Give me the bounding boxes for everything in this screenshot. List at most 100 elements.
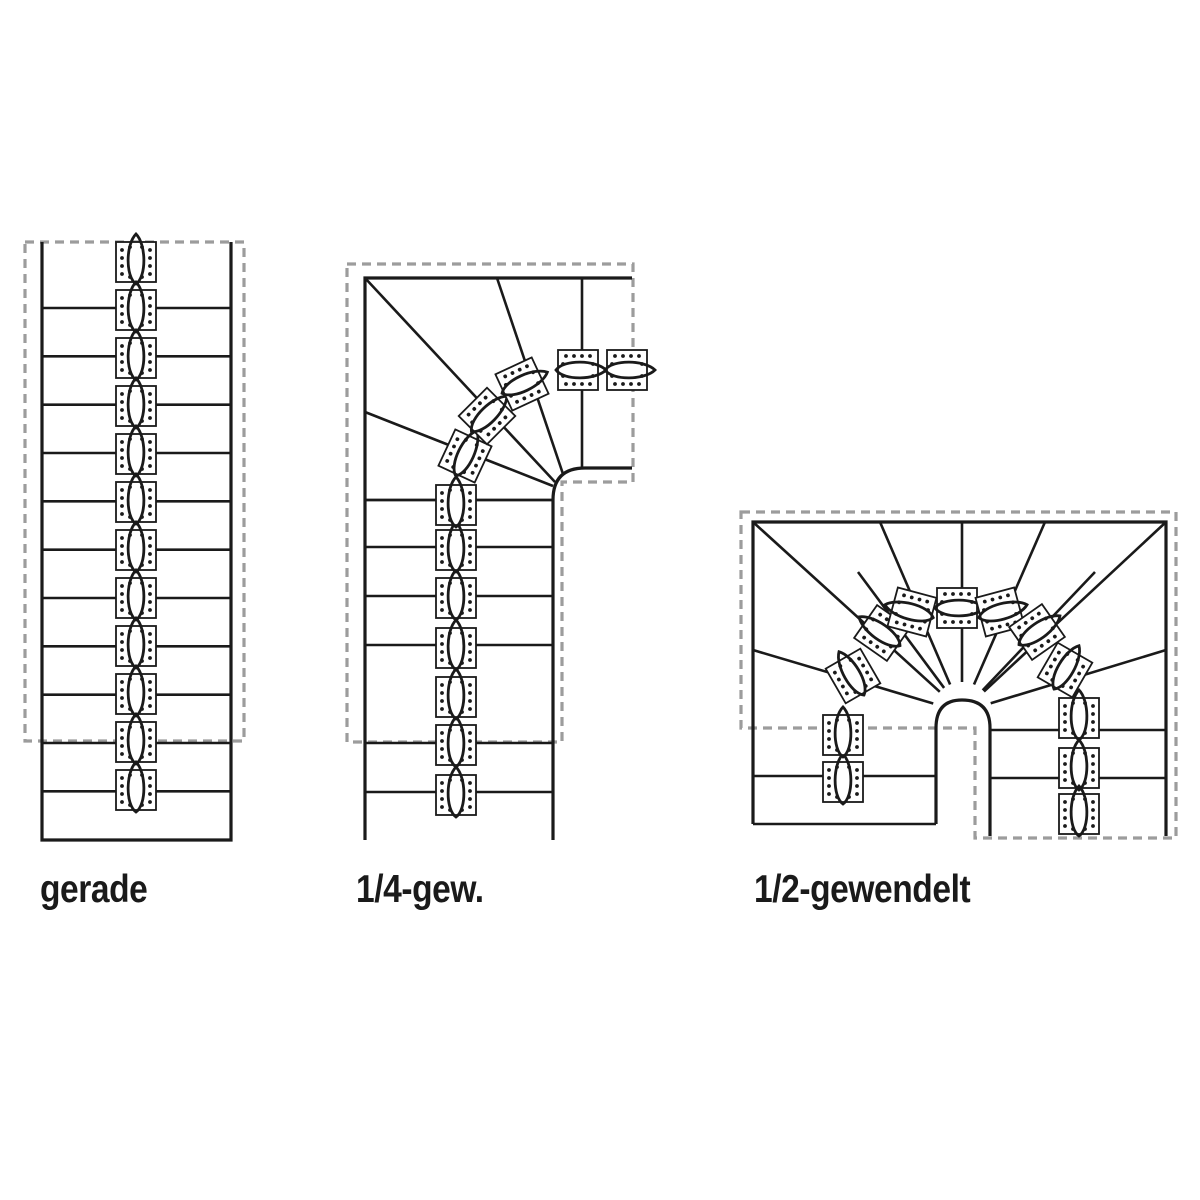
bracket-hole [148,792,152,796]
bracket-plate [557,349,599,391]
bracket-segment [824,647,882,705]
bracket-link [1069,738,1089,792]
bracket-hole [1063,778,1067,782]
bracket-hole [148,416,152,420]
bracket-hole [470,470,475,475]
bracket-hole [910,624,915,629]
bracket-hole [440,499,444,503]
bracket-hole [440,755,444,759]
bracket-plate [824,647,882,705]
bracket-segment [1058,688,1100,742]
bracket-hole [468,789,472,793]
bracket-hole [844,691,849,696]
bracket-hole [1091,778,1095,782]
bracket-plate [115,769,157,811]
bracket-hole [120,416,124,420]
caption-half-turn: 1/2-gewendelt [754,868,971,911]
bracket-hole [120,584,124,588]
bracket-hole [1063,770,1067,774]
bracket-hole [492,426,496,431]
bracket-hole [629,382,633,386]
bracket-hole [120,608,124,612]
bracket-hole [943,620,947,624]
bracket-hole [990,626,994,631]
bracket-hole [827,729,831,733]
bracket-hole [120,360,124,364]
quarter-turn-stair [345,262,657,840]
bracket-hole [1048,664,1053,669]
bracket-hole [148,440,152,444]
bracket-hole [440,739,444,743]
bracket-hole [120,392,124,396]
bracket-plate [435,484,477,526]
bracket-hole [440,536,444,540]
bracket-plate [115,529,157,571]
bracket-hole [120,272,124,276]
bracket-hole [468,658,472,662]
bracket-hole [148,368,152,372]
bracket-hole [120,648,124,652]
bracket-hole [468,491,472,495]
bracket-segment [115,232,157,286]
bracket-hole [855,776,859,780]
bracket-hole [468,536,472,540]
bracket-plate [115,241,157,283]
bracket-hole [1091,816,1095,820]
bracket-hole [1063,824,1067,828]
bracket-hole [967,620,971,624]
bracket-hole [1081,664,1086,669]
bracket-link [126,760,146,814]
bracket-hole [120,544,124,548]
bracket-hole [1052,657,1057,662]
bracket-segment [883,586,938,638]
bracket-hole [855,737,859,741]
bracket-hole [875,644,880,649]
bracket-hole [120,512,124,516]
bracket-hole [120,296,124,300]
bracket-plate [435,529,477,571]
bracket-plate [115,721,157,763]
bracket-hole [840,684,845,689]
bracket-segment [115,376,157,430]
bracket-hole [468,552,472,556]
bracket-hole [1046,639,1051,644]
bracket-hole [525,364,529,369]
bracket-hole [478,401,482,406]
bracket-hole [148,800,152,804]
bracket-hole [148,728,152,732]
bracket-hole [148,656,152,660]
bracket-hole [120,552,124,556]
bracket-plate [115,625,157,667]
bracket-hole [468,755,472,759]
bracket-hole [1063,754,1067,758]
bracket-hole [148,648,152,652]
bracket-hole [1056,650,1061,655]
bracket-hole [468,608,472,612]
bracket-hole [148,784,152,788]
bracket-segment [1036,641,1094,699]
bracket-hole [1091,720,1095,724]
bracket-hole [522,396,527,401]
bracket-hole [148,736,152,740]
bracket-plate [115,433,157,475]
bracket-hole [120,440,124,444]
bracket-hole [613,354,617,358]
bracket-hole [120,264,124,268]
bracket-link [603,360,657,380]
bracket-hole [148,680,152,684]
bracket-hole [959,592,963,596]
bracket-segment [115,328,157,382]
bracket-hole [982,599,987,604]
bracket-hole [468,650,472,654]
bracket-segment [435,520,477,574]
bracket-hole [440,789,444,793]
bracket-link [933,598,987,618]
bracket-hole [120,784,124,788]
bracket-hole [120,488,124,492]
bracket-hole [881,649,886,654]
bracket-hole [440,600,444,604]
bracket-hole [120,688,124,692]
bracket-segment [437,428,493,484]
bracket-hole [120,592,124,596]
